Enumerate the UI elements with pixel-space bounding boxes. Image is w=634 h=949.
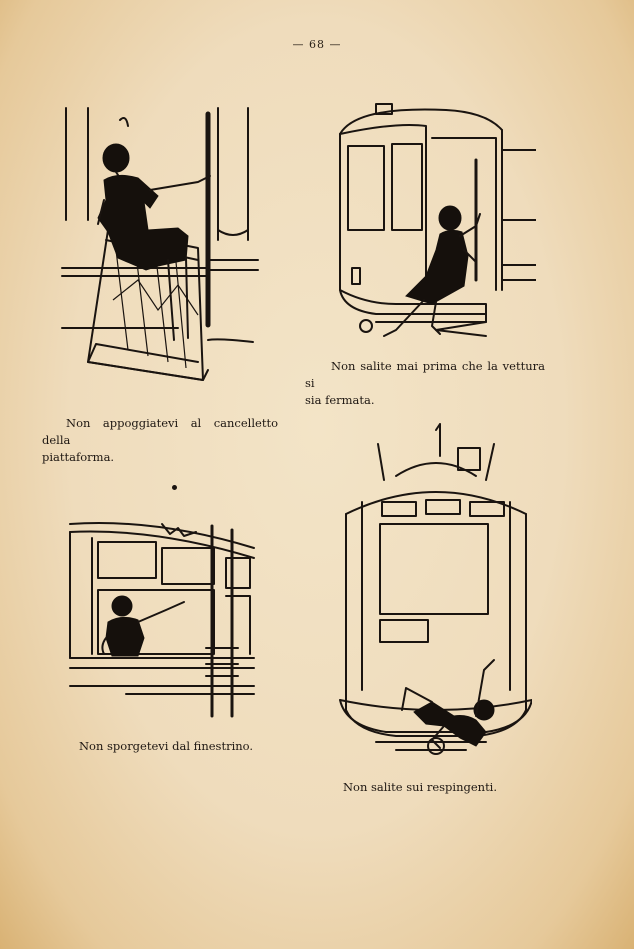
- bumpers-illustration: [339, 423, 532, 755]
- caption-gate-line1: Non appoggiatevi al cancelletto della: [42, 416, 278, 447]
- boarding-illustration: [339, 103, 536, 337]
- caption-gate-line2: piattaforma.: [42, 450, 115, 464]
- caption-boarding: Non salite mai prima che la vettura si s…: [305, 358, 545, 409]
- caption-boarding-line1: Non salite mai prima che la vettura si: [305, 359, 545, 390]
- ink-dot: [172, 485, 177, 490]
- caption-window: Non sporgetevi dal finestrino.: [78, 739, 254, 753]
- caption-boarding-line2: sia fermata.: [305, 393, 375, 407]
- caption-gate: Non appoggiatevi al cancelletto della pi…: [42, 415, 278, 466]
- gate-illustration: [61, 107, 259, 381]
- window-illustration: [69, 522, 255, 718]
- caption-bumpers: Non salite sui respingenti.: [342, 780, 498, 794]
- page-number: — 68 —: [292, 38, 342, 51]
